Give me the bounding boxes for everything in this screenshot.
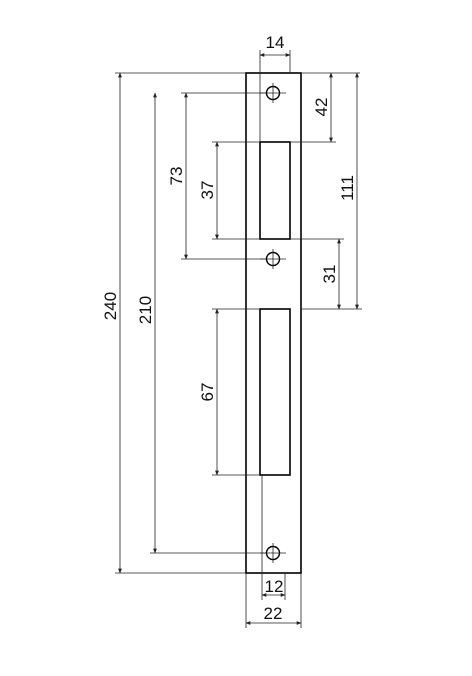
label-top-hole-offset: 42: [312, 98, 331, 117]
dimension-bottom-total-width: 22: [245, 573, 302, 628]
label-upper-hole-span: 73: [167, 167, 186, 186]
dimension-upper-slot-height: 37: [198, 141, 260, 240]
dimension-total-height: 240: [101, 72, 246, 574]
label-top-width: 14: [266, 33, 285, 52]
dimension-lower-slot-height: 67: [198, 308, 260, 476]
dimension-upper-hole-span: 73: [167, 92, 266, 260]
label-hole-distance: 210: [136, 296, 155, 324]
label-middle-hole-offset: 31: [320, 265, 339, 284]
upper-latch-slot: [259, 141, 291, 240]
label-lower-slot-height: 67: [198, 383, 217, 402]
dimension-hole-distance: 210: [136, 92, 266, 554]
strike-plate-outline: [245, 72, 302, 574]
dimension-middle-hole-offset: 31: [290, 238, 344, 310]
label-total-height: 240: [101, 292, 120, 320]
label-bottom-total-width: 22: [264, 604, 283, 623]
label-right-span: 111: [338, 175, 357, 201]
label-bottom-inner-width: 12: [265, 577, 284, 596]
dimension-bottom-inner-width: 12: [261, 475, 286, 600]
dimension-right-span: 111: [301, 72, 362, 310]
label-upper-slot-height: 37: [198, 181, 217, 200]
dimension-top-hole-offset: 42: [290, 72, 360, 143]
dimension-top-width: 14: [259, 33, 291, 142]
lower-bolt-slot: [259, 308, 291, 476]
